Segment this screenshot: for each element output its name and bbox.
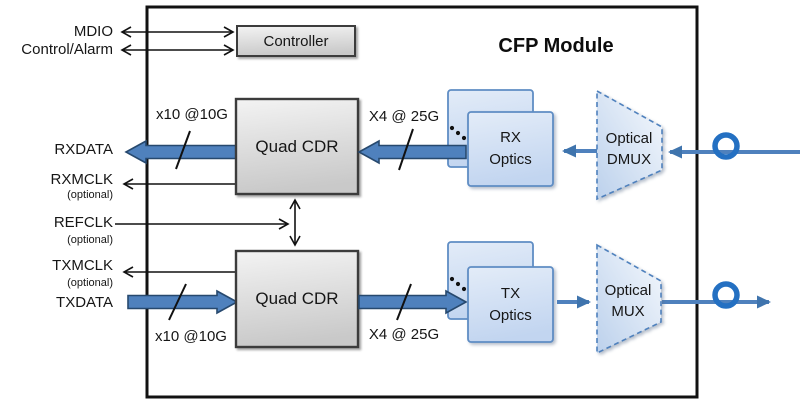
rxdata-label: RXDATA [54, 141, 113, 158]
fiber-loop-output-icon [712, 281, 740, 309]
rxdata-bus-arrow [124, 139, 237, 165]
txdata-label: TXDATA [56, 294, 113, 311]
optical-mux-line1: Optical [604, 282, 652, 299]
rx-line-bus-slash [398, 128, 414, 171]
controller-block [236, 25, 356, 57]
rx-host-bus-slash [175, 130, 191, 170]
txmclk-optional-note: (optional) [67, 277, 113, 289]
rxmclk-optional-note: (optional) [67, 189, 113, 201]
tx-optics-label: TX Optics [468, 267, 553, 342]
optical-mux-line2: MUX [611, 303, 645, 320]
rx-optics-line1: RX [500, 129, 521, 146]
rx-optics-dots-icon [449, 125, 467, 141]
optical-dmux-line1: Optical [605, 130, 653, 147]
fiber-loop-input-icon [712, 132, 740, 160]
mdio-label: MDIO [73, 23, 113, 40]
tx-optics-front-box [467, 266, 554, 343]
quad-cdr-tx-block [234, 249, 360, 349]
refclk-optional-note: (optional) [67, 234, 113, 246]
tx-host-bus-label: x10 @10G [155, 328, 227, 345]
quad-cdr-tx-label: Quad CDR [255, 289, 339, 308]
tx-line-bus-label: X4 @ 25G [368, 326, 440, 343]
rxmclk-label: RXMCLK [50, 171, 113, 188]
rx-line-bus-label: X4 @ 25G [368, 108, 440, 125]
control-alarm-label: Control/Alarm [21, 41, 113, 58]
tx-optics-line1: TX [500, 284, 521, 302]
optical-dmux-label: Optical DMUX [595, 126, 663, 172]
tx-line-bus-slash [396, 283, 412, 321]
rx-optics-label: RX Optics [468, 112, 553, 186]
txdata-bus-arrow [127, 289, 239, 315]
rx-line-bus-arrow [357, 139, 467, 165]
txmclk-label: TXMCLK [52, 257, 113, 274]
optical-mux-label: Optical MUX [595, 278, 661, 324]
tx-host-bus-slash [168, 283, 187, 321]
cfp-module-border [145, 5, 699, 399]
refclk-label: REFCLK [53, 214, 113, 231]
quad-cdr-rx-label: Quad CDR [255, 136, 339, 156]
rx-host-bus-label: x10 @10G [156, 106, 228, 123]
controller-label: Controller [263, 32, 329, 50]
quad-cdr-rx-block [234, 97, 360, 196]
optical-dmux-shape [596, 89, 663, 201]
rx-optics-front-box [467, 111, 554, 187]
optical-mux-shape [596, 243, 662, 355]
optical-dmux-line2: DMUX [606, 151, 652, 168]
rx-optics-line2: Optics [489, 151, 532, 168]
tx-line-bus-arrow [358, 289, 468, 315]
tx-optics-dots-icon [449, 276, 467, 292]
module-title: CFP Module [498, 35, 614, 57]
tx-optics-line2: Optics [489, 306, 532, 324]
